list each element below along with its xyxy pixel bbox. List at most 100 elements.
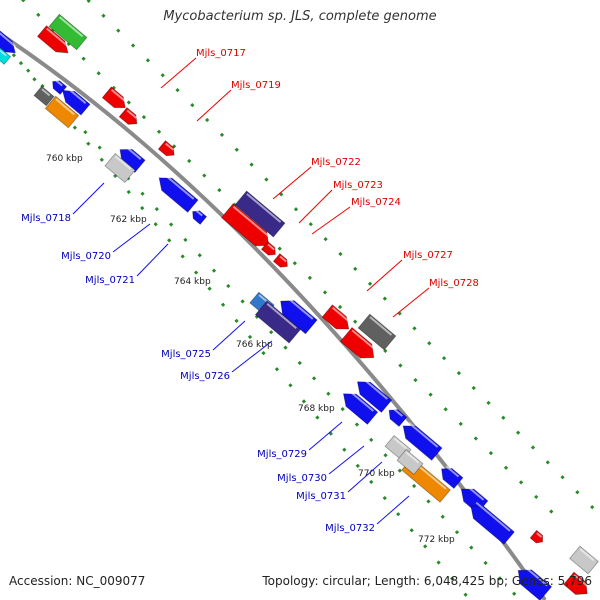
gene-arrow[interactable]: [115, 144, 146, 174]
gene-feature[interactable]: [189, 208, 208, 225]
gene-feature[interactable]: [220, 203, 275, 252]
gene-arrow[interactable]: [466, 500, 515, 545]
gene-feature[interactable]: [44, 95, 80, 129]
gene-label[interactable]: Mjls_0729: [257, 449, 307, 460]
gene-feature[interactable]: [36, 25, 72, 59]
gene-leader-line: [212, 320, 246, 351]
gene-label[interactable]: Mjls_0726: [180, 371, 230, 382]
gene-arrow[interactable]: [189, 208, 208, 225]
gene-arrow[interactable]: [33, 85, 55, 107]
gene-arrow[interactable]: [58, 85, 91, 116]
gene-arrow[interactable]: [0, 47, 12, 65]
gene-feature[interactable]: [0, 47, 12, 65]
gene-label[interactable]: Mjls_0727: [403, 250, 453, 261]
gene-label[interactable]: Mjls_0723: [333, 180, 383, 191]
gene-arrow[interactable]: [104, 152, 136, 184]
gene-arrow[interactable]: [49, 78, 68, 95]
gene-arrow[interactable]: [437, 464, 464, 489]
gene-feature[interactable]: [118, 107, 141, 129]
gene-arrow[interactable]: [357, 313, 397, 351]
gene-arrow[interactable]: [275, 294, 318, 335]
gene-arrow[interactable]: [512, 564, 553, 600]
gene-label[interactable]: Mjls_0718: [21, 213, 71, 224]
gene-feature[interactable]: [466, 500, 515, 545]
gene-feature[interactable]: [398, 420, 443, 461]
gene-arrow[interactable]: [118, 107, 141, 129]
gene-feature[interactable]: [234, 190, 286, 238]
gene-leader-line: [298, 189, 333, 224]
gene-highlight: [66, 87, 87, 105]
gene-label[interactable]: Mjls_0724: [351, 197, 401, 208]
gene-feature[interactable]: [48, 13, 88, 51]
gene-feature[interactable]: [339, 326, 379, 365]
gene-feature[interactable]: [563, 571, 593, 600]
gene-feature[interactable]: [0, 21, 20, 58]
gene-arrow[interactable]: [352, 376, 393, 413]
gene-highlight: [445, 465, 460, 478]
gene-arrow[interactable]: [48, 13, 88, 51]
gene-arrow[interactable]: [220, 203, 275, 252]
gene-arrow[interactable]: [154, 172, 199, 213]
gene-highlight: [536, 532, 543, 538]
gene-highlight: [475, 501, 511, 532]
gene-feature[interactable]: [260, 241, 278, 259]
gene-feature[interactable]: [101, 86, 129, 113]
gene-feature[interactable]: [569, 545, 599, 575]
gene-arrow[interactable]: [260, 241, 278, 259]
gene-feature[interactable]: [104, 152, 136, 184]
gene-label[interactable]: Mjls_0717: [196, 48, 246, 59]
gene-label[interactable]: Mjls_0721: [85, 275, 135, 286]
gene-label[interactable]: Mjls_0722: [311, 157, 361, 168]
gene-feature[interactable]: [437, 464, 464, 489]
gene-arrow[interactable]: [234, 190, 286, 238]
gene-label[interactable]: Mjls_0719: [231, 80, 281, 91]
gene-feature[interactable]: [385, 406, 408, 427]
gene-arrow[interactable]: [398, 420, 443, 461]
accession-text: Accession: NC_009077: [9, 574, 146, 588]
gene-label[interactable]: Mjls_0728: [429, 278, 479, 289]
gene-feature[interactable]: [321, 304, 354, 335]
gene-feature[interactable]: [357, 313, 397, 351]
gene-arrow[interactable]: [44, 95, 80, 129]
gene-arrow[interactable]: [385, 406, 408, 427]
gene-arrow[interactable]: [563, 571, 593, 600]
gene-highlight: [232, 205, 271, 239]
gene-arrow[interactable]: [339, 326, 379, 365]
gene-feature[interactable]: [338, 388, 379, 425]
gene-feature[interactable]: [275, 294, 318, 335]
gene-arrow[interactable]: [321, 304, 354, 335]
gene-feature[interactable]: [272, 253, 290, 271]
topology-summary: Topology: circular; Length: 6,048,425 bp…: [262, 574, 592, 588]
gene-feature[interactable]: [115, 144, 146, 174]
gene-label[interactable]: Mjls_0720: [61, 251, 111, 262]
gene-feature[interactable]: [396, 449, 424, 475]
gene-arrow[interactable]: [529, 529, 546, 545]
gene-arrow[interactable]: [254, 300, 302, 344]
gene-feature[interactable]: [512, 564, 553, 600]
gene-feature[interactable]: [154, 172, 199, 213]
gene-arrow[interactable]: [0, 21, 20, 58]
gene-feature[interactable]: [33, 85, 55, 107]
gene-arrow[interactable]: [157, 140, 177, 160]
gene-highlight: [0, 23, 17, 48]
gene-feature[interactable]: [254, 300, 302, 344]
gene-feature[interactable]: [529, 529, 546, 545]
gene-label[interactable]: Mjls_0725: [161, 349, 211, 360]
gene-arrow[interactable]: [569, 545, 599, 575]
gene-arrow[interactable]: [272, 253, 290, 271]
scale-tick-label: 764 kbp: [174, 277, 211, 287]
gene-feature[interactable]: [352, 376, 393, 413]
gene-arrow[interactable]: [101, 86, 129, 113]
gene-label[interactable]: Mjls_0732: [325, 523, 375, 534]
gene-arrow[interactable]: [338, 388, 379, 425]
gene-feature[interactable]: [58, 85, 91, 116]
gene-label[interactable]: Mjls_0731: [296, 491, 346, 502]
gene-label[interactable]: Mjls_0730: [277, 473, 327, 484]
gene-arrow[interactable]: [396, 449, 424, 475]
gene-arrow[interactable]: [36, 25, 72, 59]
gene-feature[interactable]: [49, 78, 68, 95]
gene-feature[interactable]: [157, 140, 177, 160]
